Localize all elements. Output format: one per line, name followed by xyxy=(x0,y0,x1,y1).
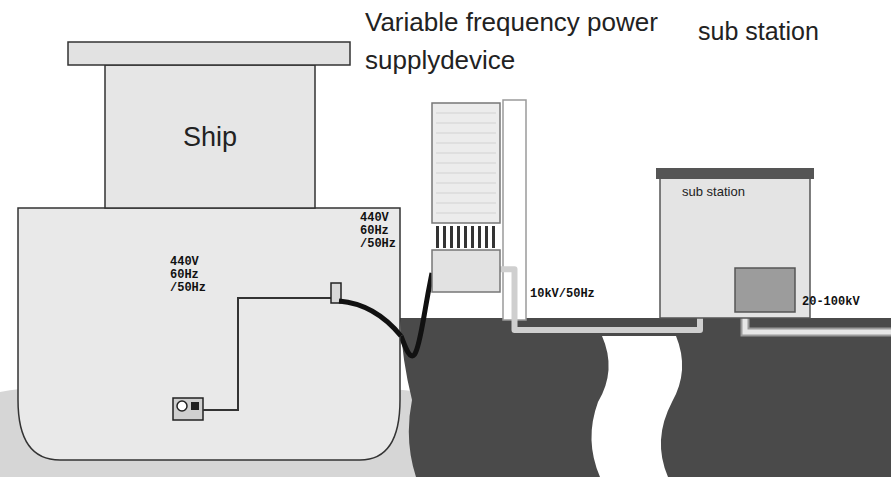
ship-internal-wire xyxy=(203,298,331,410)
transformer xyxy=(735,268,795,312)
voltage-frequency-label: 10kV/50Hz xyxy=(530,288,640,301)
cable-stub xyxy=(339,301,401,336)
connector-bar xyxy=(450,226,453,248)
cabinet-panel-line xyxy=(436,183,496,184)
device-base xyxy=(432,250,500,292)
cabinet-panel-line xyxy=(436,173,496,174)
ship-hull xyxy=(18,208,400,460)
node-label: Ship xyxy=(105,65,315,208)
variable-frequency-device: Variable frequency power supplydevice xyxy=(432,103,500,292)
switchboard xyxy=(173,398,203,420)
node-label: sub station xyxy=(682,184,782,200)
cabinet-panel-line xyxy=(436,113,496,114)
variable-frequency-device-outline xyxy=(432,103,500,292)
ship-top-deck xyxy=(68,42,350,65)
cabinet-panel-line xyxy=(436,203,496,204)
building-roof xyxy=(656,168,814,179)
cabinet-panel-line xyxy=(436,133,496,134)
device-cabinet xyxy=(432,103,500,223)
heading: sub station xyxy=(698,16,891,47)
ground xyxy=(400,318,891,477)
building-wall xyxy=(660,178,810,318)
voltage-frequency-label: 440V 60Hz /50Hz xyxy=(170,256,218,296)
voltage-label: 20-100kV xyxy=(802,296,882,309)
substation-building: sub stationsub station xyxy=(660,168,810,318)
ship-superstructure xyxy=(105,65,315,208)
cabinet-panel-line xyxy=(436,163,496,164)
connector-bar xyxy=(471,226,474,248)
connector-bar xyxy=(485,226,488,248)
ship: Ship xyxy=(15,42,401,462)
connector-bar xyxy=(457,226,460,248)
cabinet-panel-line xyxy=(436,123,496,124)
ship-outline xyxy=(15,42,401,462)
cabinet-panel-line xyxy=(436,153,496,154)
cabinet-panel-line xyxy=(436,143,496,144)
heading: Variable frequency power supplydevice xyxy=(365,3,685,79)
shore-power-cable xyxy=(401,273,432,356)
connector-bar xyxy=(492,226,495,248)
cabinet-panel-line xyxy=(436,213,496,214)
ground-crack xyxy=(591,336,682,477)
connector-bar xyxy=(436,226,439,248)
switchboard-switch xyxy=(191,402,199,410)
connector-bar xyxy=(464,226,467,248)
connector-bar xyxy=(478,226,481,248)
voltage-frequency-label: 440V 60Hz /50Hz xyxy=(360,212,408,252)
switchboard-meter xyxy=(177,401,187,411)
connector-bar xyxy=(443,226,446,248)
cabinet-panel-line xyxy=(436,193,496,194)
